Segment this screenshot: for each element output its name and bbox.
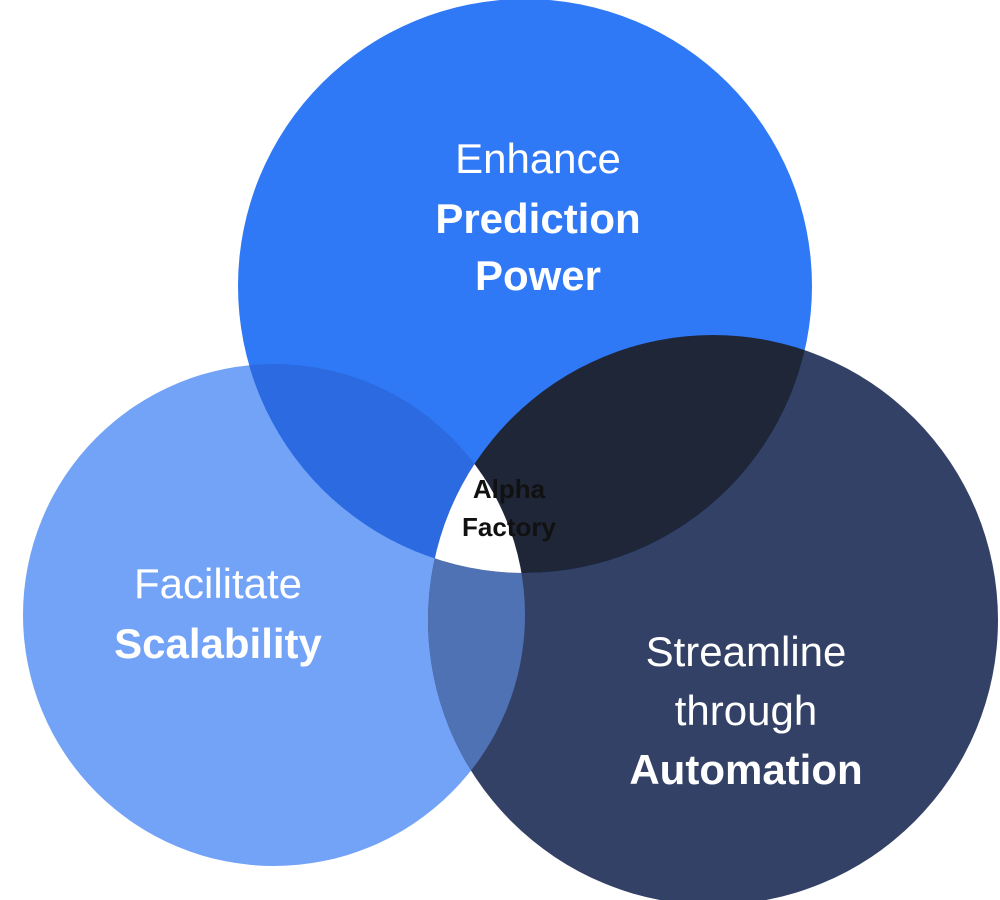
overlap-top-right bbox=[428, 335, 812, 573]
center-label-line1: Alpha bbox=[473, 474, 546, 504]
top-label-line1: Enhance bbox=[455, 135, 621, 182]
left-label-line2: Scalability bbox=[114, 620, 322, 667]
center-label-line2: Factory bbox=[462, 512, 556, 542]
overlap-top-left bbox=[238, 364, 525, 573]
top-label-line2: Prediction bbox=[435, 195, 640, 242]
left-label-line1: Facilitate bbox=[134, 560, 302, 607]
right-label-line1: Streamline bbox=[646, 628, 847, 675]
right-label-line3: Automation bbox=[629, 746, 862, 793]
right-label-line2: through bbox=[675, 687, 817, 734]
top-label-line3: Power bbox=[475, 252, 601, 299]
